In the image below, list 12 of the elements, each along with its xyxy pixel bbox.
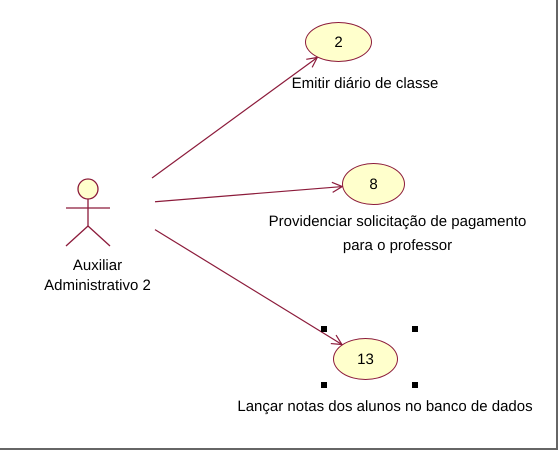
use-case-ellipse: [333, 338, 398, 380]
actor-name: Auxiliar Administrativo 2: [43, 256, 152, 296]
use-case-number: 2: [334, 34, 343, 50]
association-arrow: [154, 182, 343, 202]
use-case-name: Providenciar solicitação de pagamento para o professor: [268, 212, 528, 256]
use-case-ellipse: [305, 22, 372, 62]
association-arrow: [152, 56, 318, 178]
use-case-number: 13: [357, 350, 374, 368]
use-case-number: 8: [369, 176, 378, 192]
use-case-name: Emitir diário de classe: [290, 74, 440, 94]
use-case-name: Lançar notas dos alunos no banco de dados: [236, 397, 534, 417]
association-arrow: [154, 229, 343, 346]
